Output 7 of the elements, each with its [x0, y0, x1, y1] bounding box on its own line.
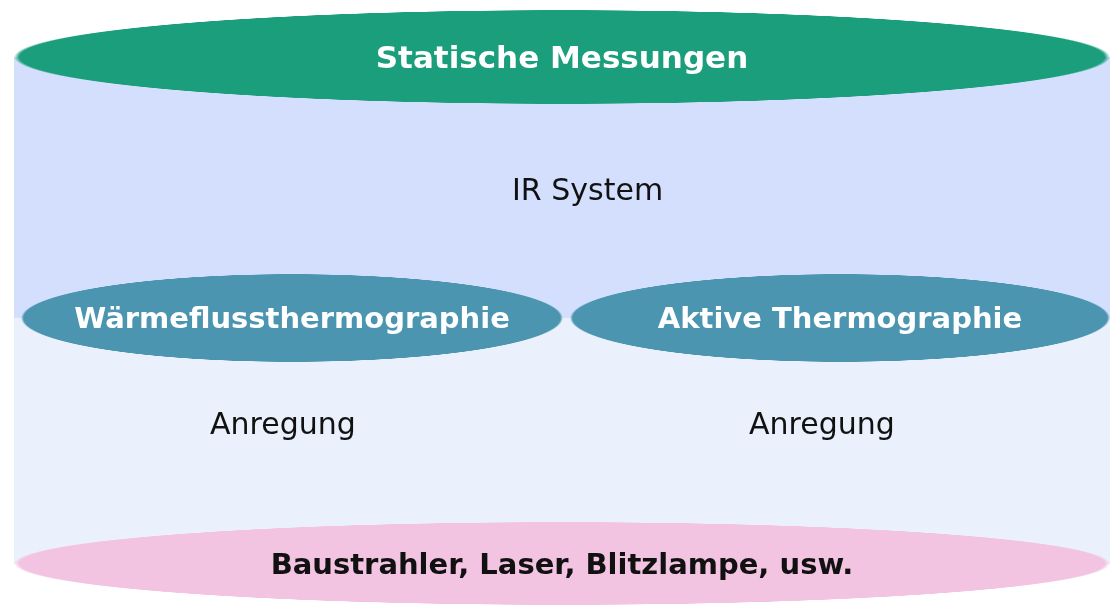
oval-banner: Aktive Thermographie [570, 274, 1110, 362]
band-label: IR System [512, 172, 664, 207]
oval-banner: Wärmeflussthermographie [14, 274, 570, 362]
band-label: Anregung [210, 406, 356, 441]
oval-banner: Baustrahler, Laser, Blitzlampe, usw. [14, 522, 1110, 605]
oval-banner: Statische Messungen [14, 10, 1110, 104]
band-label: Anregung [749, 406, 895, 441]
